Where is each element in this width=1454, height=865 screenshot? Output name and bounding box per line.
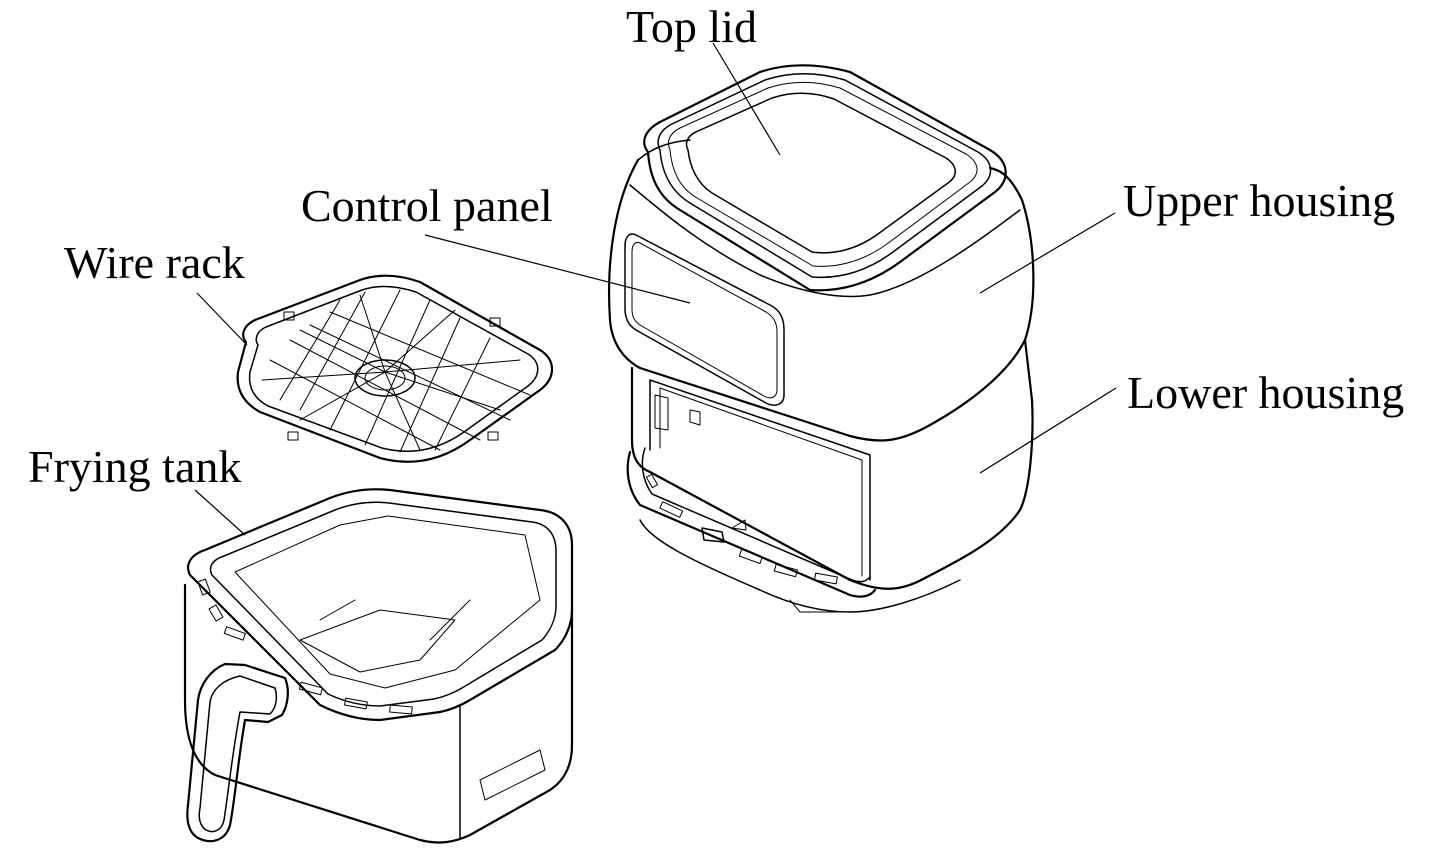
frying-tank-rim-inner — [209, 501, 557, 707]
leader-lines — [194, 42, 1117, 536]
release-button — [701, 527, 725, 543]
frying-tank-handle-inner — [198, 675, 278, 833]
drawer-opening — [649, 379, 871, 581]
wire-rack-tabs — [283, 311, 501, 441]
frying-tank-handle — [186, 662, 289, 843]
leader-top-lid — [712, 42, 781, 156]
lower-base-2 — [789, 599, 851, 613]
upper-housing-shell — [607, 158, 1035, 442]
frying-tank — [183, 488, 574, 844]
label-upper-housing: Upper housing — [1123, 175, 1396, 226]
wire-rack-inner — [248, 285, 539, 452]
label-control-panel: Control panel — [301, 180, 553, 231]
frying-tank-floor — [299, 599, 471, 673]
control-panel-inner — [631, 242, 778, 399]
label-wire-rack: Wire rack — [64, 237, 245, 288]
drawer-front-bezel-2 — [641, 447, 871, 583]
top-lid-rim-2 — [667, 81, 978, 267]
control-panel-recess — [624, 233, 785, 406]
frying-tank-inner-wall — [234, 515, 541, 689]
rails — [654, 394, 701, 431]
frying-tank-body — [183, 583, 574, 844]
wire-rack-hub-inner — [364, 365, 406, 391]
leader-wire-rack — [196, 292, 248, 346]
frying-tank-slots — [197, 578, 413, 715]
leader-control-panel — [424, 234, 691, 304]
wire-rack-outer — [236, 274, 554, 463]
top-lid-outer — [643, 64, 1007, 292]
warning-triangle — [731, 519, 747, 531]
frying-tank-base-detail — [479, 749, 546, 801]
label-frying-tank: Frying tank — [28, 441, 242, 492]
top-lid-window — [685, 92, 956, 254]
leader-lower-housing — [979, 387, 1117, 474]
wire-rack-hub — [354, 359, 416, 397]
drawer-front-bezel — [626, 450, 877, 598]
leader-upper-housing — [979, 212, 1116, 294]
lower-base — [639, 519, 961, 613]
air-fryer-body — [607, 64, 1035, 613]
frying-tank-rim-outer — [187, 488, 574, 722]
wire-rack — [236, 274, 554, 463]
leader-frying-tank — [194, 489, 246, 536]
drawer-slots — [645, 473, 838, 585]
drawer-opening-inner — [659, 387, 863, 577]
lower-housing-shell — [630, 338, 1034, 590]
top-lid-rim-1 — [657, 72, 992, 279]
label-top-lid: Top lid — [626, 1, 757, 52]
upper-rim-2 — [629, 184, 1021, 298]
label-lower-housing: Lower housing — [1127, 367, 1405, 418]
